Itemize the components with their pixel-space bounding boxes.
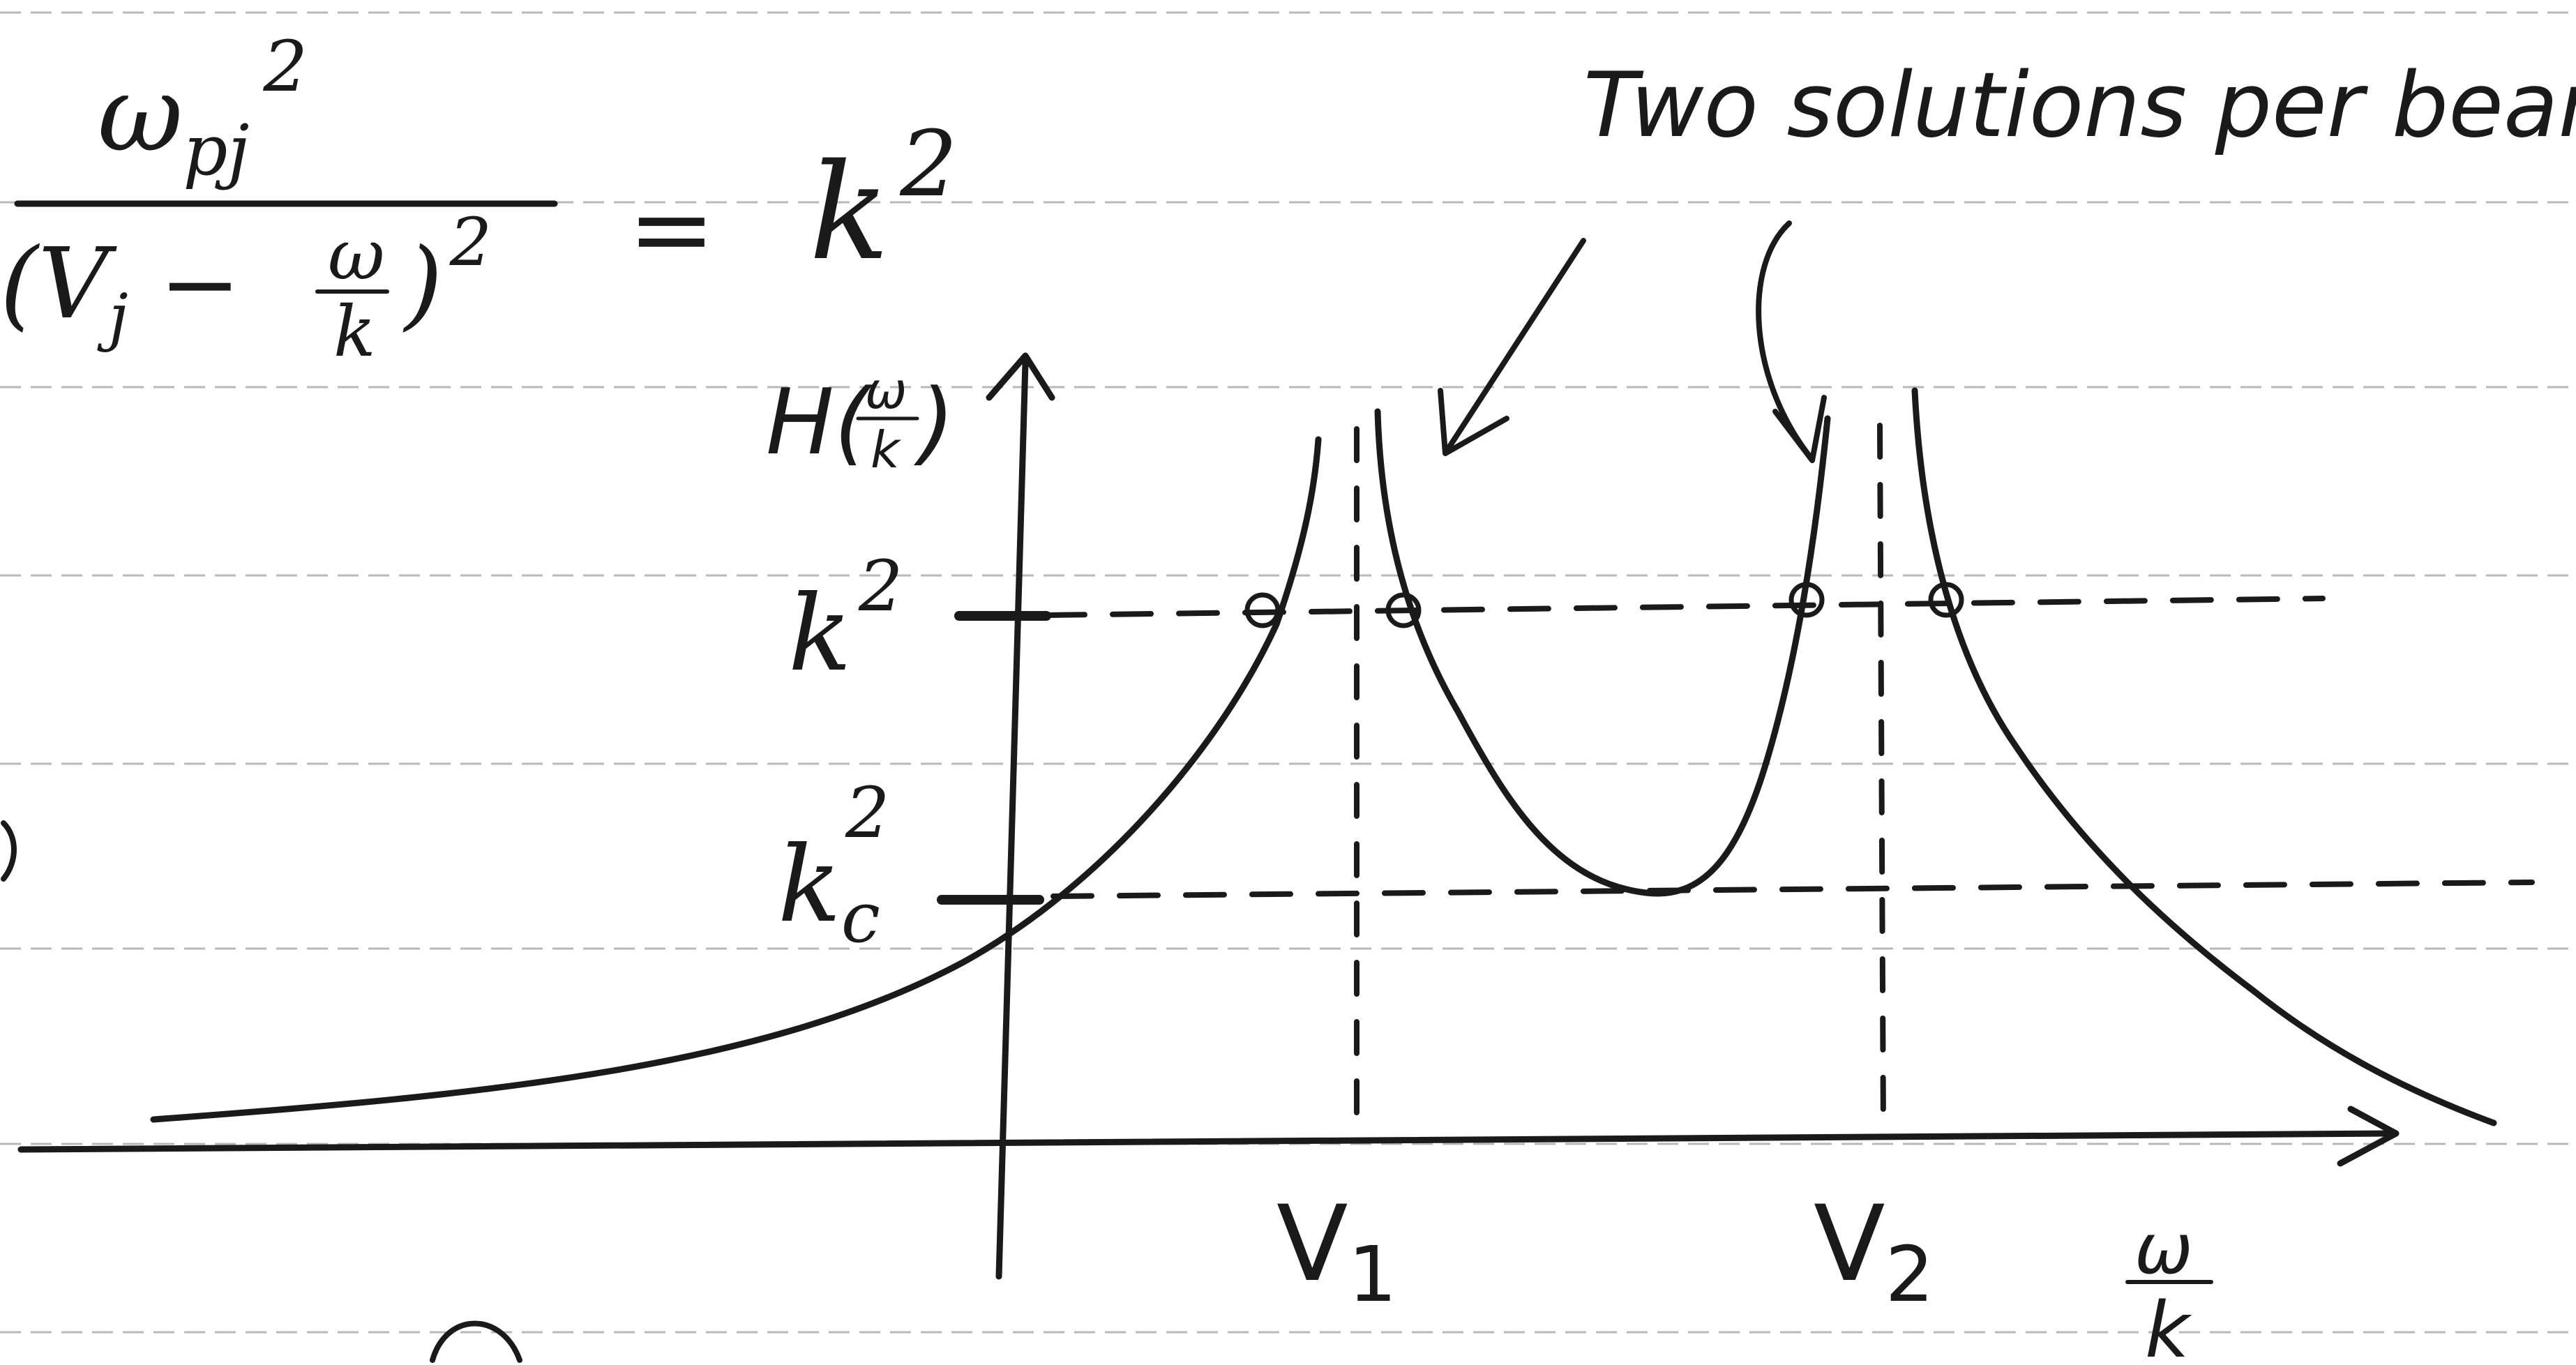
annotation-arrows	[1438, 220, 1827, 463]
beam-1-subscript: 1	[1348, 1230, 1397, 1319]
rhs-k: k	[809, 135, 889, 289]
level-k2-base: k	[788, 573, 852, 695]
solution-point	[1385, 592, 1422, 628]
y-axis-arrowhead	[986, 352, 1055, 401]
denominator-close: )	[402, 227, 443, 341]
margin-mark	[430, 1320, 522, 1363]
margin-mark	[1, 820, 17, 882]
curve-right-branch	[1911, 387, 2497, 1126]
x-axis-label: ω k	[2125, 1208, 2213, 1365]
svg-text:V2: V2	[1814, 1184, 1934, 1319]
y-label-close: )	[913, 369, 955, 475]
axes	[17, 352, 2400, 1280]
arrow-to-beam-2	[1756, 220, 1813, 460]
svg-text:ωpj2: ωpj2	[98, 26, 308, 191]
x-axis-arrowhead	[2337, 1106, 2400, 1167]
beam-1-label: V	[1276, 1184, 1348, 1305]
curve-left-branch	[150, 436, 1322, 1123]
x-label-omega: ω	[2134, 1208, 2193, 1290]
arrowhead-beam-2	[1772, 395, 1827, 463]
level-k2-exponent: 2	[858, 545, 903, 627]
svg-text:kc2: kc 2	[778, 772, 890, 958]
svg-text:V1: V1	[1276, 1184, 1397, 1319]
numerator-subscript: pj	[183, 110, 249, 191]
rhs-exponent: 2	[899, 111, 958, 217]
svg-text:)2: )2	[402, 204, 492, 341]
svg-text:H(: H(	[766, 369, 873, 475]
level-kc2-exponent: 2	[845, 772, 890, 854]
y-label-k: k	[871, 421, 902, 479]
level-kc2: kc 2	[778, 772, 2535, 958]
y-axis	[995, 359, 1029, 1280]
denominator-open: (V	[0, 227, 118, 341]
y-label-omega: ω	[865, 361, 907, 420]
solution-point	[1928, 582, 1964, 618]
inner-fraction-k: k	[333, 291, 376, 372]
numerator-omega: ω	[98, 54, 183, 175]
asymptote-v2	[1877, 423, 1886, 1133]
annotation-text: Two solutions per beam.	[1583, 54, 2576, 158]
level-kc2-dashed-line	[1050, 880, 2535, 899]
solution-points	[1244, 582, 1964, 628]
beam-2-label: V	[1814, 1184, 1885, 1305]
solution-point	[1788, 582, 1825, 618]
numerator-exponent: 2	[262, 26, 308, 107]
svg-text:k2: k2	[809, 111, 958, 289]
level-kc2-subscript: c	[841, 877, 880, 958]
level-k2-dashed-line	[1044, 596, 2326, 618]
x-label-k: k	[2145, 1285, 2192, 1365]
curve-middle-branch	[1374, 408, 1831, 897]
beam-2-subscript: 2	[1885, 1230, 1934, 1319]
y-axis-label: H( ω k )	[766, 361, 955, 479]
inner-fraction-omega: ω	[328, 214, 385, 296]
arrowhead-beam-1	[1438, 388, 1509, 456]
solution-point	[1244, 592, 1281, 628]
beam-labels: V1 V2	[1276, 1184, 1934, 1319]
arrow-to-beam-1	[1445, 238, 1586, 453]
level-kc2-base: k	[778, 824, 841, 946]
svg-text:(Vj −: (Vj −	[0, 227, 241, 354]
equals-sign: =	[628, 169, 716, 290]
x-axis	[17, 1130, 2396, 1153]
svg-text:k2: k2	[788, 545, 903, 695]
y-label-func: H(	[766, 369, 873, 475]
beam-asymptotes	[1354, 423, 1886, 1133]
denominator-exponent: 2	[449, 204, 492, 281]
response-curve	[150, 387, 2497, 1126]
denominator-minus: −	[128, 227, 241, 341]
